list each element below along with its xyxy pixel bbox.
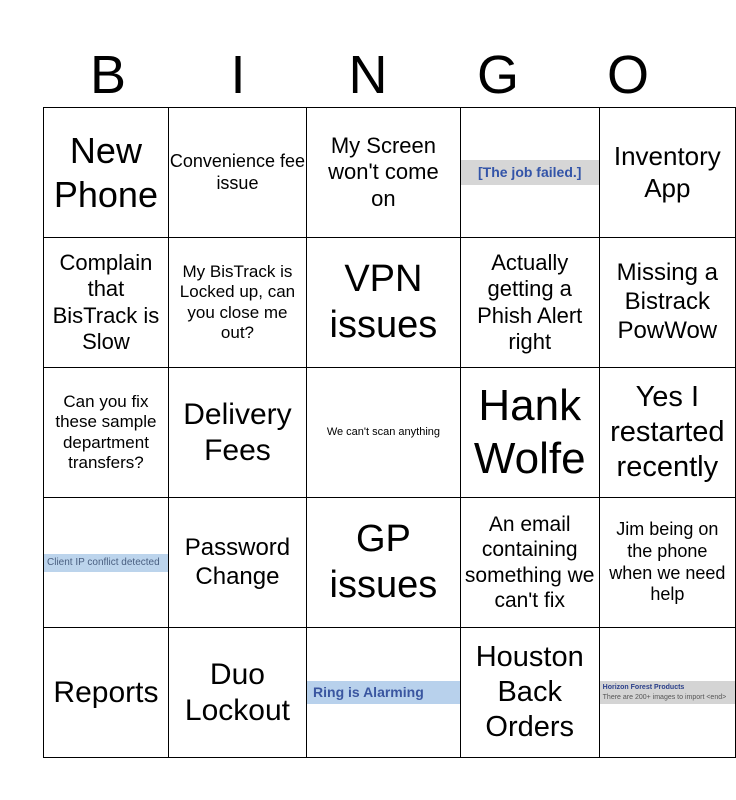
bingo-header: B I N G O bbox=[43, 48, 693, 102]
bingo-cell[interactable]: Horizon Forest Products There are 200+ i… bbox=[598, 627, 736, 758]
bingo-cell[interactable]: Client IP conflict detected bbox=[43, 497, 169, 628]
bingo-cell[interactable]: Password Change bbox=[167, 497, 308, 628]
hfp-line: There are 200+ images to import <end> bbox=[602, 693, 727, 701]
bingo-cell[interactable]: GP issues bbox=[306, 497, 461, 628]
bingo-cell[interactable]: We can't scan anything bbox=[306, 367, 461, 498]
header-letter: G bbox=[476, 45, 519, 105]
bingo-cell[interactable]: Yes I restarted recently bbox=[598, 367, 736, 498]
bingo-cell[interactable]: Hank Wolfe bbox=[459, 367, 600, 498]
header-letter: B bbox=[89, 45, 127, 105]
bingo-cell[interactable]: My Screen won't come on bbox=[306, 107, 461, 238]
ring-alarm-image: Ring is Alarming bbox=[307, 681, 460, 704]
horizon-import-image: Horizon Forest Products There are 200+ i… bbox=[600, 681, 735, 704]
bingo-cell[interactable]: Complain that BisTrack is Slow bbox=[43, 237, 169, 368]
scan-image: We can't scan anything bbox=[326, 425, 440, 438]
job-failed-image: [The job failed.] bbox=[461, 160, 599, 185]
bingo-cell[interactable]: Duo Lockout bbox=[167, 627, 308, 758]
bingo-cell[interactable]: [The job failed.] bbox=[459, 107, 600, 238]
bingo-cell[interactable]: Houston Back Orders bbox=[459, 627, 600, 758]
header-letter: N bbox=[348, 45, 388, 105]
header-letter: I bbox=[230, 45, 246, 105]
bingo-cell[interactable]: My BisTrack is Locked up, can you close … bbox=[167, 237, 308, 368]
bingo-cell[interactable]: Convenience fee issue bbox=[167, 107, 308, 238]
bingo-cell[interactable]: Actually getting a Phish Alert right bbox=[459, 237, 600, 368]
bingo-cell[interactable]: Delivery Fees bbox=[167, 367, 308, 498]
bingo-cell[interactable]: An email containing something we can't f… bbox=[459, 497, 600, 628]
bingo-cell[interactable]: New Phone bbox=[43, 107, 169, 238]
header-letter: O bbox=[606, 45, 649, 105]
bingo-cell[interactable]: Ring is Alarming bbox=[306, 627, 461, 758]
bingo-cell[interactable]: Jim being on the phone when we need help bbox=[598, 497, 736, 628]
bingo-cell[interactable]: Can you fix these sample department tran… bbox=[43, 367, 169, 498]
bingo-cell[interactable]: Reports bbox=[43, 627, 169, 758]
bingo-card: New Phone Convenience fee issue My Scree… bbox=[43, 107, 736, 758]
bingo-cell[interactable]: VPN issues bbox=[306, 237, 461, 368]
bingo-cell[interactable]: Missing a Bistrack PowWow bbox=[598, 237, 736, 368]
ip-conflict-image: Client IP conflict detected bbox=[44, 553, 168, 572]
hfp-title: Horizon Forest Products bbox=[602, 684, 685, 692]
bingo-cell[interactable]: Inventory App bbox=[598, 107, 736, 238]
